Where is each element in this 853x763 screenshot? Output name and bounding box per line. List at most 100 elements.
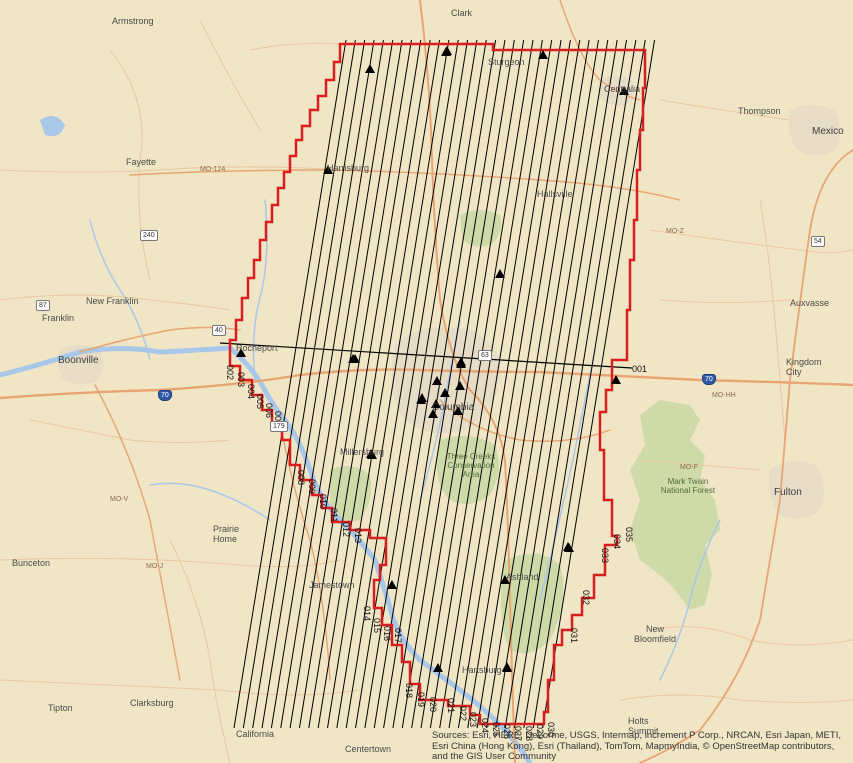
- triangle-icon[interactable]: [433, 663, 443, 672]
- place-label-bunceton: Bunceton: [12, 558, 51, 568]
- transect-line: [542, 39, 656, 729]
- place-label-millersburg: Millersburg: [340, 447, 385, 457]
- place-label-california: California: [236, 729, 275, 739]
- transect-line: [467, 39, 581, 729]
- transect-line: [252, 39, 366, 729]
- transect-label: 008: [296, 470, 306, 485]
- triangle-icon[interactable]: [365, 64, 375, 73]
- place-label-armstrong: Armstrong: [112, 16, 154, 26]
- road-label-mo-124: MO-124: [200, 166, 226, 173]
- triangle-icon[interactable]: [441, 47, 451, 56]
- transect-label: 027: [513, 726, 523, 741]
- interstate-70-shield: 70: [158, 390, 172, 401]
- transect-label: 010: [318, 494, 328, 509]
- place-label-hallsville: Hallsville: [537, 189, 573, 199]
- transect-label: 034: [612, 534, 622, 549]
- urban-mexico: [788, 105, 840, 155]
- place-label-harrisburg: Harrisburg: [327, 163, 370, 173]
- lake: [40, 116, 65, 137]
- transect-line: [448, 39, 562, 729]
- transect-line: [401, 39, 515, 729]
- park-three-creeks: [436, 436, 499, 504]
- us-40-shield: 40: [212, 325, 226, 336]
- transect-line: [523, 39, 637, 729]
- transect-label: 023: [468, 712, 478, 727]
- place-label-three-creeks: Three Creeks Conservation Area: [446, 452, 496, 479]
- transect-label: 019: [416, 692, 426, 707]
- triangle-icon[interactable]: [500, 575, 510, 584]
- place-label-mexico: Mexico: [812, 126, 844, 137]
- triangle-icon[interactable]: [236, 348, 246, 357]
- triangle-icon[interactable]: [538, 50, 548, 59]
- triangle-icon[interactable]: [440, 388, 450, 397]
- transect-label: 009: [307, 479, 317, 494]
- place-label-centertown: Centertown: [345, 744, 392, 754]
- triangle-icon[interactable]: [431, 399, 441, 408]
- triangle-icon[interactable]: [387, 580, 397, 589]
- transect-line: [280, 39, 394, 729]
- transect-line: [504, 39, 618, 729]
- triangle-icon[interactable]: [619, 86, 629, 95]
- tributary-east: [659, 519, 721, 681]
- transect-label: 003: [236, 372, 246, 387]
- triangle-icon[interactable]: [611, 375, 621, 384]
- us-54-shield: 54: [811, 236, 825, 247]
- triangle-icon[interactable]: [495, 269, 505, 278]
- triangle-icon[interactable]: [453, 406, 463, 415]
- road-label-mo-f: MO-F: [680, 464, 698, 471]
- transect-line: [327, 39, 440, 729]
- place-label-jamestown: Jamestown: [309, 580, 355, 590]
- place-label-prairie-home: Prairie Home: [213, 524, 240, 544]
- triangle-icon[interactable]: [350, 354, 360, 363]
- park-north-area: [460, 210, 502, 247]
- transect-label: 031: [569, 628, 579, 643]
- transect-line: [355, 39, 469, 729]
- triangle-icon[interactable]: [432, 376, 442, 385]
- transect-label: 014: [362, 606, 372, 621]
- us-63-shield: 63: [478, 350, 492, 361]
- triangle-icon[interactable]: [323, 165, 333, 174]
- place-label-ashland: Ashland: [506, 572, 539, 582]
- triangle-icon[interactable]: [417, 393, 427, 402]
- place-label-clarksburg: Clarksburg: [130, 698, 174, 708]
- transect-line: [233, 39, 347, 729]
- transect-label: 021: [446, 698, 456, 713]
- road-label-mo-z: MO-Z: [666, 228, 684, 235]
- transect-line: [345, 39, 459, 729]
- study-area-boundary: [228, 42, 647, 726]
- triangle-icon[interactable]: [367, 450, 377, 459]
- road-label-mo-hh: MO-HH: [712, 392, 736, 399]
- transect-label: 033: [600, 548, 610, 563]
- transect-line: [532, 39, 646, 729]
- transect-label: 002: [225, 365, 235, 380]
- triangle-icon[interactable]: [502, 663, 512, 672]
- transect-line: [270, 39, 384, 729]
- transect-line-crossing: [219, 342, 633, 369]
- triangle-icon[interactable]: [428, 409, 438, 418]
- missouri-river: [0, 345, 533, 763]
- transect-line: [298, 39, 412, 729]
- transect-label: 035: [624, 527, 634, 542]
- state-179-shield: 179: [270, 421, 288, 432]
- transect-label: 029: [535, 724, 545, 739]
- transect-label: 017: [393, 628, 403, 643]
- park-mark-twain-forest: [630, 400, 720, 610]
- park-areas: [330, 210, 720, 654]
- transect-label: 032: [581, 590, 591, 605]
- triangle-icon[interactable]: [564, 543, 574, 552]
- transect-line: [485, 39, 599, 729]
- transect-line: [392, 39, 506, 729]
- transect-label: 011: [329, 508, 339, 522]
- mo-87: [94, 384, 181, 681]
- transect-label: 004: [246, 384, 256, 399]
- place-label-auxvasse: Auxvasse: [790, 298, 830, 308]
- triangle-icon[interactable]: [456, 359, 466, 368]
- triangle-icon[interactable]: [455, 381, 465, 390]
- place-label-centralia: Centralia: [604, 84, 641, 94]
- place-label-holts-summit: Holts Summit: [628, 716, 659, 736]
- transect-line: [336, 39, 450, 729]
- transect-label: 015: [372, 618, 382, 633]
- place-label-columbia: Columbia: [432, 402, 475, 413]
